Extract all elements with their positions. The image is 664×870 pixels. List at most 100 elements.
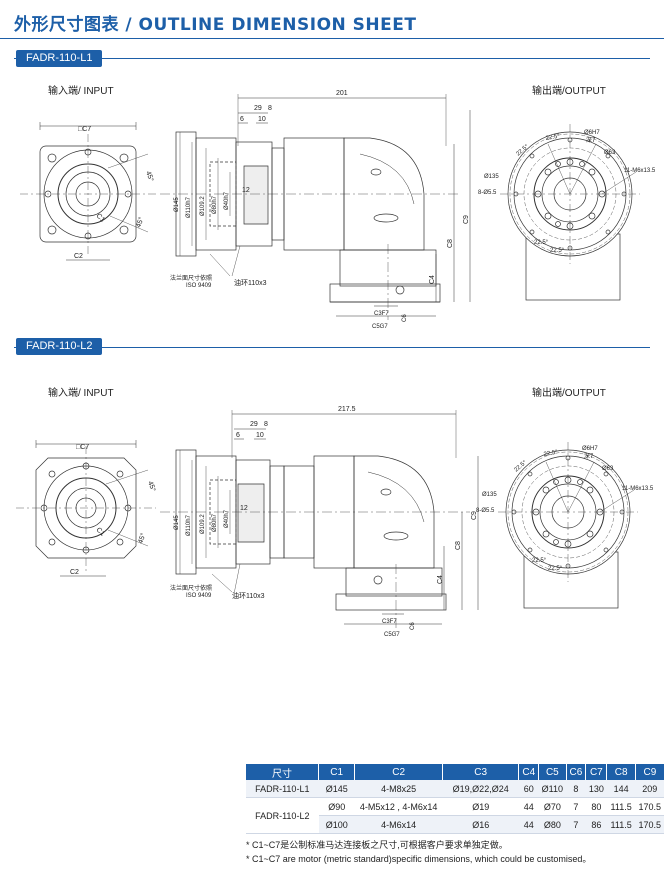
- dim-c7: □C7: [76, 444, 89, 451]
- table-header-row: 尺寸 C1 C2 C3 C4 C5 C6 C7 C8 C9: [246, 764, 664, 780]
- dim-angle-45-bottom: 45°: [134, 216, 145, 229]
- dim-c5: C5G7: [384, 632, 400, 638]
- table-cell: 86: [585, 815, 607, 834]
- out-m6: 11-M6x13.5: [624, 168, 656, 174]
- dim-c6: C6: [402, 314, 408, 322]
- table-row: FADR-110-L2 Ø90 4-M5x12 , 4-M6x14 Ø19 44…: [246, 797, 664, 834]
- flange-note-1: 法兰面尺寸依照: [170, 584, 212, 592]
- table-cell: Ø100: [318, 815, 355, 834]
- dim-29: 29: [250, 421, 258, 428]
- out-phi55: 8-Ø5.5: [478, 190, 497, 196]
- table-cell: 209: [635, 780, 664, 798]
- out-depth: 深7: [586, 136, 596, 144]
- table-cell: 144: [606, 780, 636, 798]
- table-header: C5: [538, 764, 567, 780]
- out-phi6: Ø6H7: [584, 130, 600, 136]
- dim-12: 12: [242, 187, 250, 194]
- dim-phi145: Ø145: [174, 515, 180, 530]
- dim-c3: C3F7: [374, 311, 389, 317]
- table-cell: 44: [518, 815, 539, 834]
- gearbox-side-view: [160, 410, 479, 632]
- section-2-output-label: 输出端/OUTPUT: [532, 388, 606, 399]
- section-1-model-tag: FADR-110-L1: [16, 50, 103, 67]
- table-cell: FADR-110-L1: [246, 780, 319, 798]
- table-cell: 8: [566, 780, 586, 798]
- output-flange-view: [500, 124, 640, 301]
- section-2-drawing: □C7 45° 45° C1 C2: [16, 406, 654, 638]
- table-cell: FADR-110-L2: [246, 797, 319, 834]
- table-cell: Ø19: [442, 797, 519, 816]
- table-cell: 44: [518, 797, 539, 816]
- dim-phi109: Ø109.2: [200, 196, 206, 216]
- out-angle-2: 22.5°: [543, 450, 558, 458]
- out-depth: 深7: [584, 452, 594, 460]
- dim-angle-45-top: 45°: [144, 170, 155, 183]
- dim-angle-45-top: 45°: [146, 480, 157, 493]
- dim-6: 6: [240, 116, 244, 123]
- table-cell: 4-M8x25: [354, 780, 443, 798]
- table-header: C4: [518, 764, 540, 780]
- table-cell: Ø80: [538, 815, 567, 834]
- table-cell: Ø145: [318, 780, 355, 798]
- out-angle-3: 22.5°: [534, 240, 549, 246]
- table-header: C9: [635, 764, 664, 780]
- dim-c2: C2: [70, 569, 79, 576]
- output-flange-view: [498, 442, 638, 609]
- table-header: C7: [585, 764, 608, 780]
- footnote-cn: * C1~C7是公制标准马达连接板之尺寸,可根据客户要求单独定做。: [246, 840, 508, 850]
- out-m6: 11-M6x13.5: [622, 486, 654, 492]
- out-angle-3: 22.5°: [532, 558, 547, 564]
- dim-c9: C9: [471, 511, 478, 520]
- table-row: Ø100 4-M6x14 Ø16 44 Ø80 7 86 111.5 170.5: [246, 815, 664, 834]
- dim-c3: C3F7: [382, 619, 397, 625]
- table-cell: 130: [585, 780, 607, 798]
- table-cell: Ø90: [318, 797, 355, 816]
- table-row: FADR-110-L1 Ø145 4-M8x25 Ø19,Ø22,Ø24 60 …: [246, 780, 664, 798]
- dim-8: 8: [264, 421, 268, 428]
- dim-phi109: Ø109.2: [200, 514, 206, 534]
- section-2-rule: [14, 347, 650, 348]
- table-cell: 4-M6x14: [354, 815, 443, 834]
- dim-c1: C1: [95, 526, 106, 537]
- table-cell: Ø70: [538, 797, 567, 816]
- input-flange-view: [20, 122, 156, 261]
- out-phi135: Ø135: [484, 174, 499, 180]
- table-cell: 170.5: [635, 797, 664, 816]
- out-angle-4: 22.5°: [550, 248, 565, 254]
- table-cell: Ø16: [442, 815, 519, 834]
- out-angle-4: 22.5°: [548, 566, 563, 572]
- dim-c1: C1: [95, 212, 106, 223]
- dim-total-length: 201: [336, 90, 348, 97]
- dim-c8: C8: [447, 239, 454, 248]
- table-cell: 80: [585, 797, 607, 816]
- table-cell: Ø19,Ø22,Ø24: [442, 780, 519, 798]
- dim-c7: □C7: [78, 126, 91, 133]
- table-header: C6: [566, 764, 587, 780]
- oil-ring-label: 油环110x3: [234, 278, 267, 287]
- section-1-output-label: 输出端/OUTPUT: [532, 86, 606, 97]
- dim-10: 10: [258, 116, 266, 123]
- flange-note-2: ISO 9409: [186, 283, 212, 289]
- dim-total-length: 217.5: [338, 406, 356, 413]
- dim-c2: C2: [74, 253, 83, 260]
- dim-phi110: Ø110h7: [186, 196, 192, 218]
- dim-c9: C9: [463, 215, 470, 224]
- out-phi55: 8-Ø5.5: [476, 508, 495, 514]
- dim-29: 29: [254, 105, 262, 112]
- out-phi135: Ø135: [482, 492, 497, 498]
- table-header: C2: [354, 764, 444, 780]
- dim-c6: C6: [410, 622, 416, 630]
- dim-6: 6: [236, 432, 240, 439]
- section-2-input-label: 输入端/ INPUT: [48, 388, 114, 399]
- gearbox-side-view: [160, 94, 471, 320]
- dim-c4: C4: [429, 275, 436, 284]
- table-cell: 60: [518, 780, 539, 798]
- page-title: 外形尺寸图表 / OUTLINE DIMENSION SHEET: [14, 15, 417, 35]
- table-header: 尺寸: [246, 764, 320, 780]
- dim-c5: C5G7: [372, 324, 388, 330]
- table-cell: 7: [566, 797, 586, 816]
- section-1-drawing: □C7 45° 45° C1 C2: [20, 90, 656, 330]
- dim-phi145: Ø145: [174, 197, 180, 212]
- table-cell: 170.5: [635, 815, 664, 834]
- dim-10: 10: [256, 432, 264, 439]
